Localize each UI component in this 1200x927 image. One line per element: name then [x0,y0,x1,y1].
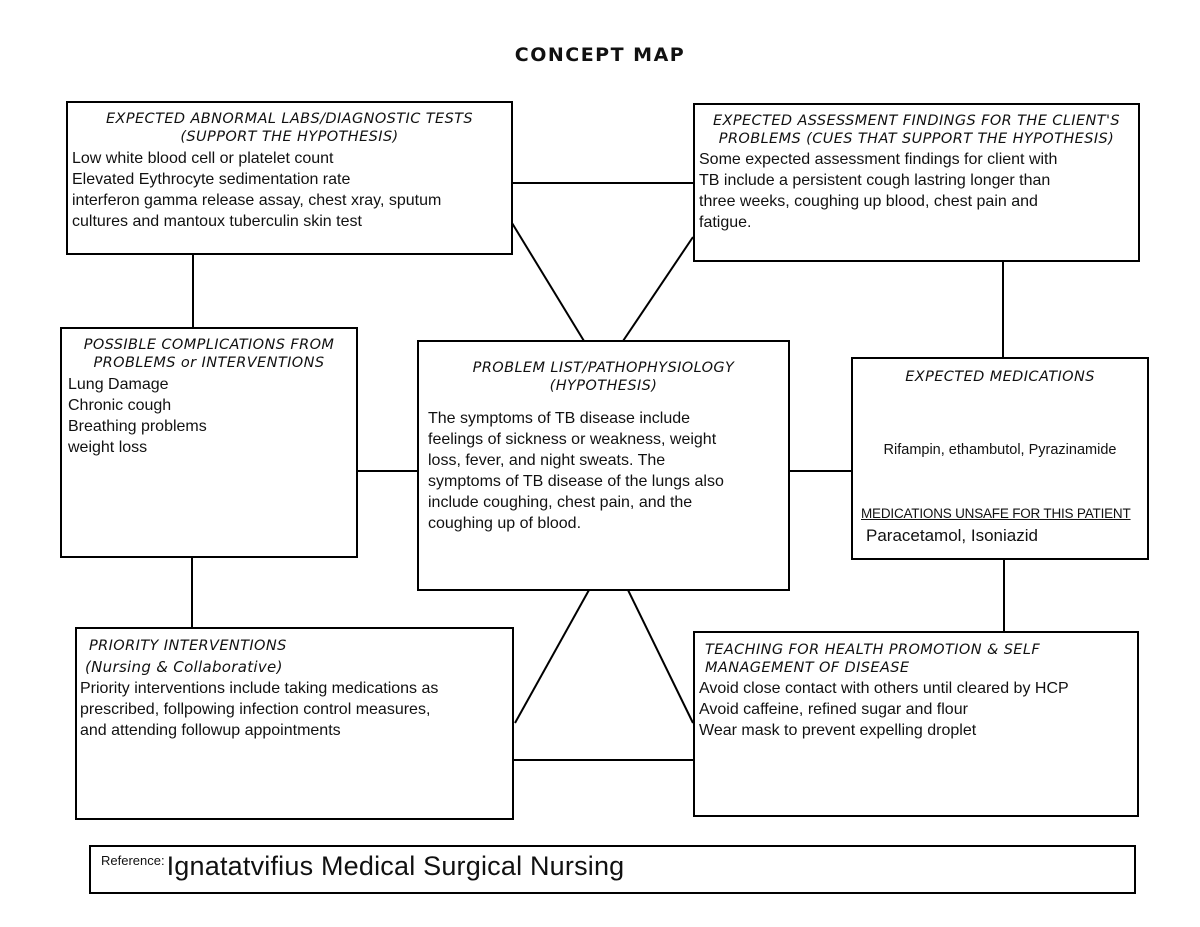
problem-list-title: PROBLEM LIST/PATHOPHYSIOLOGY (HYPOTHESIS… [472,360,735,394]
teaching-title: TEACHING FOR HEALTH PROMOTION & SELF MAN… [705,642,1041,676]
problem-list-box: PROBLEM LIST/PATHOPHYSIOLOGY (HYPOTHESIS… [417,340,790,591]
connector-labs-problem [511,222,585,342]
connector-problem-interventions [514,589,590,724]
connector-assessment-problem [622,236,694,342]
expected-labs-body: Low white blood cell or platelet count E… [72,150,442,230]
complications-body: Lung Damage Chronic cough Breathing prob… [68,376,207,456]
reference-box: Reference: Ignatatvifius Medical Surgica… [89,845,1136,894]
medications-body: Rifampin, ethambutol, Pyrazinamide [883,442,1117,458]
expected-labs-box: EXPECTED ABNORMAL LABS/DIAGNOSTIC TESTS … [66,101,513,255]
teaching-box: TEACHING FOR HEALTH PROMOTION & SELF MAN… [693,631,1139,817]
problem-list-body: The symptoms of TB disease include feeli… [428,410,724,532]
unsafe-medications-body: Paracetamol, Isoniazid [866,526,1038,545]
priority-interventions-subtitle: (Nursing & Collaborative) [85,658,283,676]
medications-box: EXPECTED MEDICATIONS Rifampin, ethambuto… [851,357,1149,560]
page-title: CONCEPT MAP [514,44,686,66]
expected-labs-title: EXPECTED ABNORMAL LABS/DIAGNOSTIC TESTS … [105,111,474,145]
teaching-body: Avoid close contact with others until cl… [699,680,1069,739]
reference-text: Ignatatvifius Medical Surgical Nursing [166,851,625,881]
medications-title: EXPECTED MEDICATIONS [905,369,1095,385]
priority-interventions-title: PRIORITY INTERVENTIONS [89,638,287,654]
assessment-findings-box: EXPECTED ASSESSMENT FINDINGS FOR THE CLI… [693,103,1140,262]
connector-problem-teaching [627,589,694,724]
unsafe-medications-heading: MEDICATIONS UNSAFE FOR THIS PATIENT [861,506,1131,521]
complications-title: POSSIBLE COMPLICATIONS FROM PROBLEMS or … [83,337,335,371]
connectors [191,182,1005,761]
reference-label: Reference: [101,853,165,868]
priority-interventions-body: Priority interventions include taking me… [80,680,439,739]
priority-interventions-box: PRIORITY INTERVENTIONS (Nursing & Collab… [75,627,514,820]
assessment-findings-body: Some expected assessment findings for cl… [699,151,1058,231]
assessment-findings-title: EXPECTED ASSESSMENT FINDINGS FOR THE CLI… [712,113,1121,147]
complications-box: POSSIBLE COMPLICATIONS FROM PROBLEMS or … [60,327,358,558]
